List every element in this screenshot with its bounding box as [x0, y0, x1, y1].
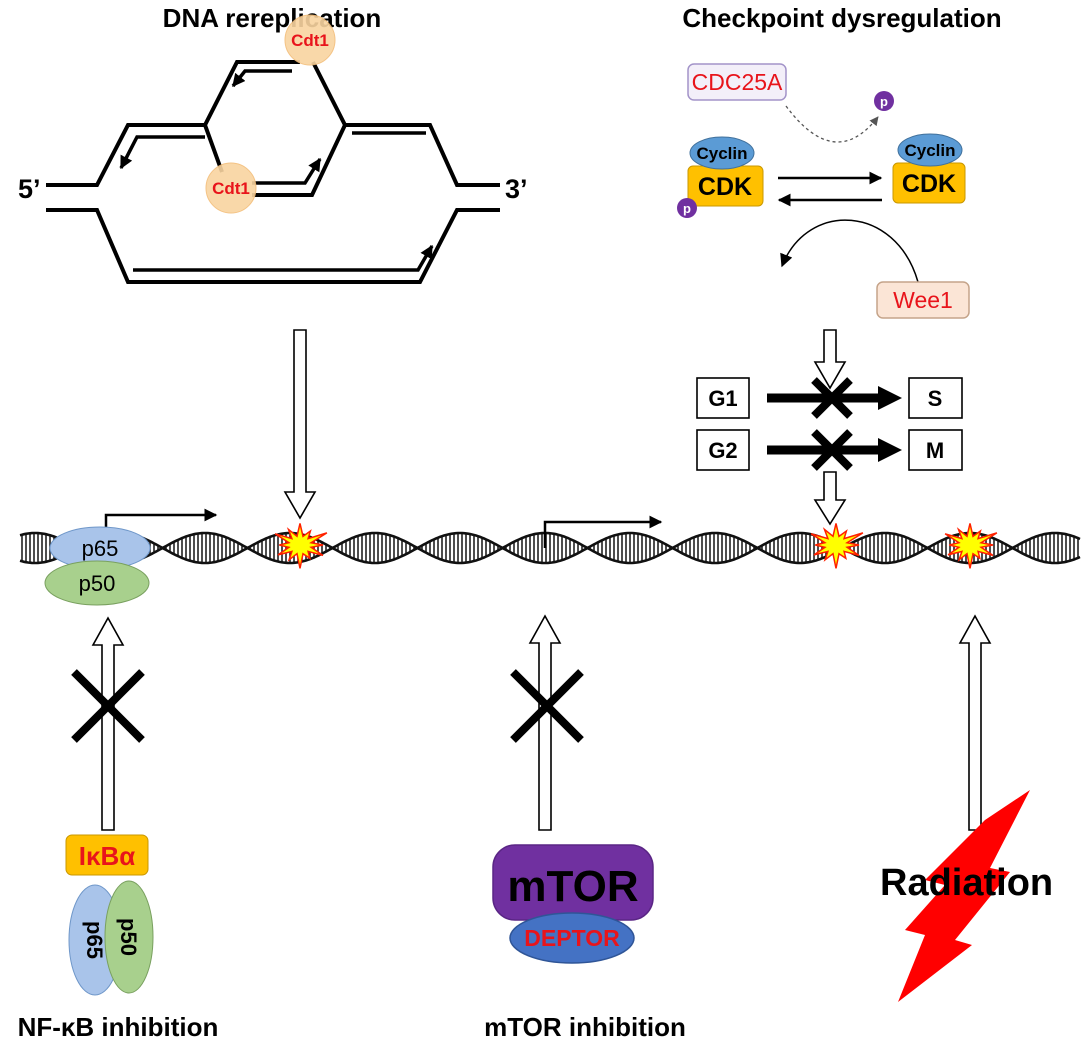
radiation-label: Radiation: [880, 862, 1053, 904]
three-prime-label: 3’: [505, 174, 528, 204]
g1-s-block-x-icon: [811, 377, 853, 419]
nascent-strand-left-arrow: [119, 135, 205, 170]
cdk-label-left: CDK: [698, 173, 752, 201]
cdt1-label-top: Cdt1: [291, 31, 329, 50]
phosphate-released-icon: [874, 91, 894, 111]
p50-bound-label: p50: [79, 571, 116, 596]
parental-top-strand-right: [311, 61, 500, 187]
cdk-label-right: CDK: [902, 170, 956, 198]
wee1-label: Wee1: [893, 287, 953, 313]
p65-bound-label: p65: [82, 536, 119, 561]
cdt1-circle-bottom: [205, 162, 257, 214]
cdt1-label-bottom: Cdt1: [212, 179, 250, 198]
cyclin-label-right: Cyclin: [904, 141, 955, 160]
ikba-label: IκBα: [79, 841, 135, 871]
checkpoint-diagram: CDC25A p CDK Cyclin p CDK Cyclin Wee1 G1…: [677, 63, 970, 526]
g2-m-block-x-icon: [811, 429, 853, 471]
nfkb-input-arrow: [91, 616, 125, 831]
helix-backbone-strand: [19, 531, 1081, 565]
dephosphorylation-dashed-arrow: [785, 105, 879, 143]
mtor-transcription-arrow: [543, 515, 663, 548]
g2-m-transition-arrowhead: [878, 438, 902, 462]
wee1-box: [876, 281, 970, 319]
helix-backbone-strand: [19, 531, 1081, 565]
mtor-input-arrow: [528, 614, 562, 831]
mtor-inhibition-label: mTOR inhibition: [484, 1012, 686, 1042]
m-label: M: [926, 438, 944, 463]
wee1-curved-arrow: [780, 219, 919, 283]
g1-box: [696, 377, 750, 419]
deptor-ellipse: [509, 912, 635, 964]
checkpoint-to-cellcycle-arrow: [813, 329, 847, 390]
lightning-bolt-icon: [898, 790, 1030, 1002]
nfkb-inhibition-label: NF-κB inhibition: [18, 1012, 219, 1042]
cdc25a-box: [687, 63, 787, 101]
title-dna-rereplication: DNA rereplication: [163, 3, 382, 33]
rereplication-to-damage-arrow: [283, 329, 317, 520]
p50-bound-ellipse: [44, 560, 150, 606]
mtor-label: mTOR: [507, 862, 638, 911]
g1-s-transition-arrowhead: [878, 386, 902, 410]
dna-damage-burst-icon: [810, 523, 864, 569]
phosphate-bound-icon: [677, 198, 697, 218]
rereplication-fork-diagram: Cdt1 Cdt1 5’ 3’: [18, 14, 528, 284]
phosphate-bound-label: p: [683, 201, 691, 216]
inner-bubble-lower-strand: [252, 124, 347, 197]
inner-bubble-left-strand: [203, 124, 224, 173]
p65-inhibited-label: p65: [82, 921, 107, 959]
cdt1-circle-top: [284, 14, 336, 66]
cyclin-label-left: Cyclin: [696, 144, 747, 163]
cyclin-ellipse-left: [689, 136, 755, 170]
cyclin-ellipse-right: [897, 133, 963, 167]
mtor-block-x-icon: [510, 669, 584, 743]
g1-label: G1: [708, 386, 737, 411]
g2-label: G2: [708, 438, 737, 463]
dna-double-helix: [19, 531, 1081, 565]
s-label: S: [928, 386, 943, 411]
nascent-strand-bottom-arrow: [133, 244, 434, 272]
parental-bottom-strand: [46, 208, 500, 284]
ikba-box: [65, 834, 149, 876]
s-box: [908, 377, 963, 419]
p50-inhibited-ellipse: [104, 880, 154, 994]
title-checkpoint-dysregulation: Checkpoint dysregulation: [682, 3, 1001, 33]
nfkb-block-x-icon: [71, 669, 145, 743]
g2-box: [696, 429, 750, 471]
dna-damage-burst-icon: [274, 523, 328, 569]
nascent-strand-top-arrow: [231, 69, 292, 88]
radiation-input-arrow: [958, 614, 992, 831]
nascent-strand-inner-arrow: [252, 157, 322, 185]
cdc25a-label: CDC25A: [692, 69, 783, 95]
cellcycle-to-damage-arrow: [813, 471, 847, 526]
dna-damage-burst-icon: [944, 523, 998, 569]
deptor-label: DEPTOR: [524, 925, 620, 951]
p50-inhibited-label: p50: [116, 918, 141, 956]
phosphate-released-label: p: [880, 94, 888, 109]
m-box: [908, 429, 963, 471]
parental-top-strand-left: [46, 60, 300, 187]
five-prime-label: 5’: [18, 174, 41, 204]
